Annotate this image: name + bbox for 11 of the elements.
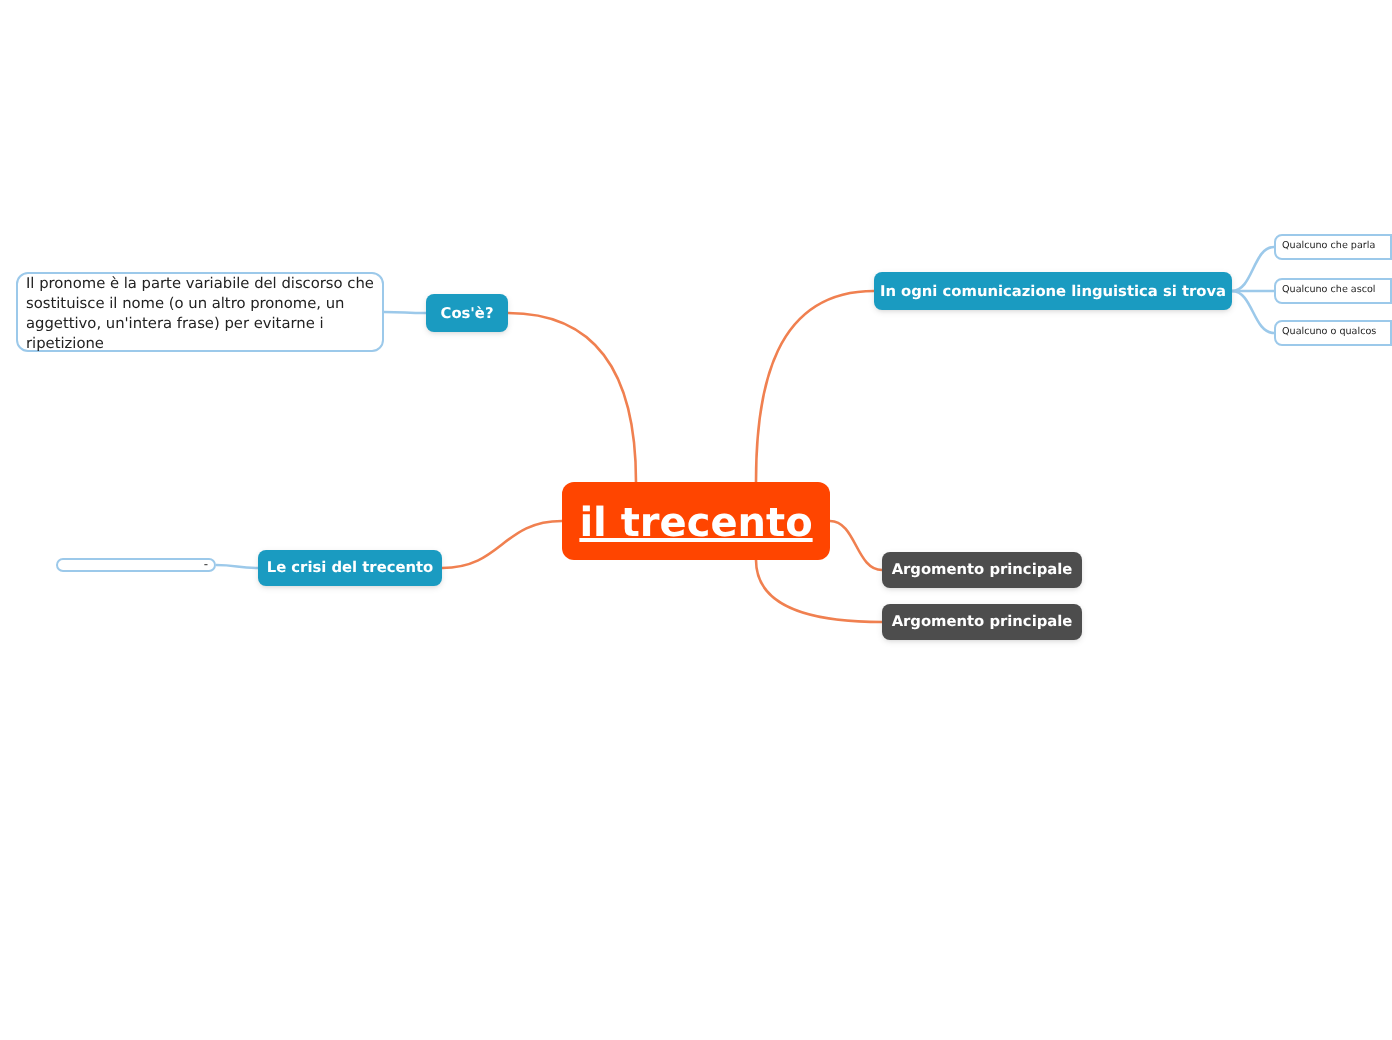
connector <box>754 559 883 624</box>
connector <box>1232 289 1274 293</box>
connector <box>384 310 426 315</box>
connector <box>1231 245 1275 293</box>
connector <box>507 311 638 483</box>
connector <box>216 563 258 570</box>
connector <box>1231 289 1275 335</box>
connector <box>441 519 563 570</box>
central-topic: il trecento <box>562 482 830 560</box>
connector <box>829 519 883 572</box>
connector <box>754 289 875 483</box>
